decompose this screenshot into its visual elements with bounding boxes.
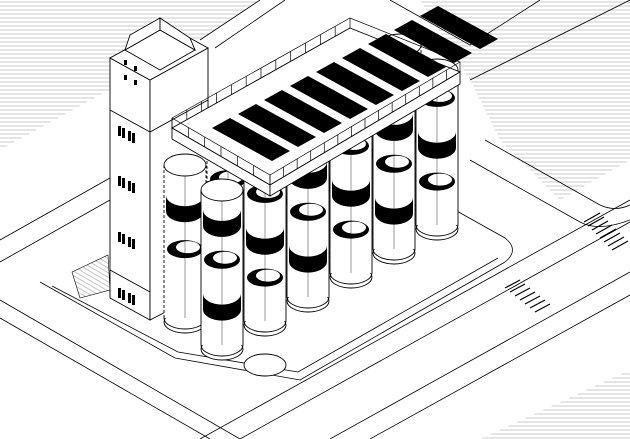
tower-top-window-1 [124, 60, 127, 65]
tower-window-4 [128, 181, 131, 191]
tower-window-b-6 [132, 239, 135, 249]
tower-window-b-4 [132, 183, 135, 193]
tower-top-window-4 [134, 80, 137, 85]
silo-opening-core [176, 241, 200, 254]
hatched-patch-left [71, 254, 111, 299]
tower-window-5 [118, 232, 121, 242]
tower-floor-line-1 [109, 109, 151, 133]
hatched-ground-top-right [420, 0, 630, 200]
solar-panel-3 [264, 90, 342, 133]
tower-window-7 [118, 288, 121, 298]
silo-opening-core [213, 251, 237, 264]
curb-left-2 [0, 199, 111, 263]
silo-bottom-rim [243, 320, 287, 333]
curb-upper-right [484, 139, 630, 209]
silo-bottom-rim [286, 296, 330, 309]
road-edge-3 [199, 199, 630, 439]
tower-window-b-3 [122, 178, 125, 188]
silo-bottom-rim [415, 224, 459, 237]
tower-windows [118, 60, 137, 305]
tower-window-6 [128, 237, 131, 247]
silo-opening-core [299, 203, 323, 216]
silo-opening-core [385, 155, 409, 168]
road-edge-4 [239, 221, 630, 439]
tower-window-b-1 [122, 128, 125, 138]
roof-slab-edge-side [269, 71, 461, 197]
solar-panel-1 [212, 118, 290, 161]
tower-window-b-7 [122, 290, 125, 300]
tower-window-2 [128, 131, 131, 141]
plot-boundary-inner [51, 257, 499, 373]
zebra-crossing-lower [504, 279, 551, 313]
solar-panel-9 [420, 6, 498, 49]
road-edge-2 [0, 317, 211, 439]
top-road [199, 0, 261, 41]
tower-window-b-2 [132, 133, 135, 143]
road-edge-5 [329, 271, 630, 439]
solar-panel-4 [290, 76, 368, 119]
silo-front-1 [200, 178, 244, 357]
road-edge-1 [0, 299, 241, 439]
silo-opening-core [342, 221, 366, 234]
solar-panel-5 [316, 62, 394, 105]
tower-roof-peak-right [159, 17, 196, 52]
road-edge-6 [369, 294, 630, 439]
silo-bottom-rim [372, 248, 416, 261]
tower-window-1 [118, 126, 121, 136]
curb-upper-right-2 [469, 159, 630, 227]
top-road-4 [469, 0, 630, 81]
solar-panel-2 [238, 104, 316, 147]
tower-base-line-1 [109, 269, 151, 293]
silo-opening-core [428, 173, 452, 186]
top-road-3 [389, 0, 541, 46]
tower-window-3 [118, 176, 121, 186]
silo-top-rim [163, 153, 207, 177]
silo-bottom-rim [200, 344, 244, 357]
solar-panel-7 [368, 34, 446, 77]
roof-railing [171, 17, 461, 185]
tower-window-b-8 [132, 295, 135, 305]
tower-floor-line-2 [149, 99, 209, 133]
plot-boundary [39, 209, 513, 381]
zebra-crossing-right [583, 212, 629, 251]
tower-top-window-2 [134, 66, 137, 71]
silo-back-1 [163, 153, 207, 330]
tower-window-8 [128, 293, 131, 303]
hatched-ground-bottom-right [480, 370, 630, 439]
tower-window-b-5 [122, 234, 125, 244]
footprint-extra [243, 353, 287, 377]
top-road-2 [214, 0, 286, 49]
tower-top-window-3 [124, 75, 127, 80]
solar-panels [212, 6, 498, 161]
silo-opening-core [256, 269, 280, 282]
solar-panel-8 [394, 20, 472, 63]
curb-left [0, 177, 111, 241]
solar-panel-6 [342, 48, 420, 91]
silo-bottom-rim [329, 272, 373, 285]
silo-top-rim [200, 178, 244, 202]
